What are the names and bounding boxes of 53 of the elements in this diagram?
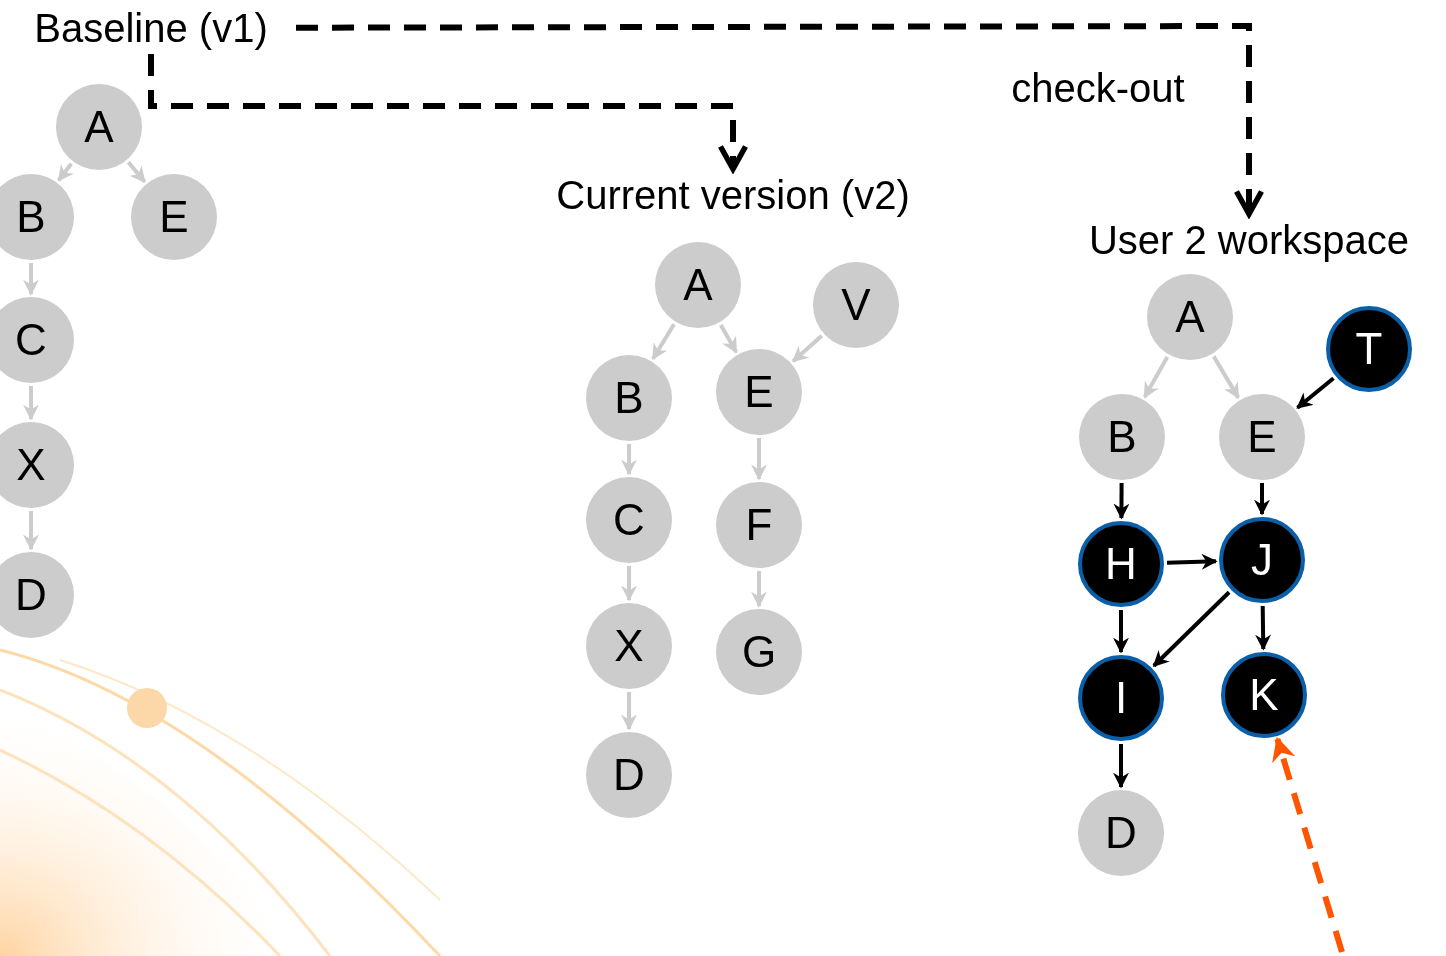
arrow (1212, 355, 1240, 399)
heading-text: Current version (v2) (519, 172, 947, 218)
dashed-arrow (296, 23, 1265, 217)
dashed-arrow (148, 54, 749, 172)
highlighted-node-circle: H (1078, 521, 1164, 607)
arrow (23, 511, 39, 551)
arrow (1152, 590, 1231, 668)
arrow (621, 444, 637, 476)
arrow (1296, 376, 1335, 410)
node-circle: B (0, 174, 74, 260)
highlighted-node-circle: T (1326, 306, 1412, 392)
node-circle: G (716, 609, 802, 695)
heading-text: Baseline (v1) (9, 5, 293, 51)
node-circle: A (655, 242, 741, 328)
arrow (791, 334, 824, 363)
arrow (126, 161, 147, 183)
arrow (1113, 483, 1130, 520)
node-circle: E (716, 349, 802, 435)
arrow (23, 263, 39, 296)
arrow (1166, 553, 1218, 570)
node-circle: C (586, 477, 672, 563)
arrow (1255, 605, 1272, 651)
arrow (621, 692, 637, 731)
node-circle: E (131, 174, 217, 260)
highlighted-node-circle: I (1078, 655, 1164, 741)
node-circle: B (586, 355, 672, 441)
node-circle: C (0, 297, 74, 383)
arrow (1254, 483, 1270, 516)
node-circle: X (0, 422, 74, 508)
node-circle: A (1147, 274, 1233, 360)
arrow (719, 324, 738, 354)
arrow (621, 566, 637, 602)
arrow (1113, 744, 1129, 789)
dashed-arrow (1272, 736, 1345, 953)
node-circle: V (813, 262, 899, 348)
node-circle: D (1078, 790, 1164, 876)
node-circle: E (1219, 394, 1305, 480)
arrow (23, 386, 39, 421)
node-circle: F (716, 482, 802, 568)
node-circle: D (0, 552, 74, 638)
heading-text: User 2 workspace (1055, 217, 1443, 263)
arrow (1113, 610, 1129, 654)
node-circle: A (56, 84, 142, 170)
arrow (1142, 356, 1170, 399)
highlighted-node-circle: K (1221, 652, 1307, 738)
arrow (57, 162, 74, 182)
arrow (751, 438, 767, 481)
node-circle: B (1079, 394, 1165, 480)
node-circle: D (586, 732, 672, 818)
highlighted-node-circle: J (1219, 517, 1305, 603)
arrow (751, 571, 767, 608)
arrow (651, 323, 676, 361)
node-circle: X (586, 603, 672, 689)
